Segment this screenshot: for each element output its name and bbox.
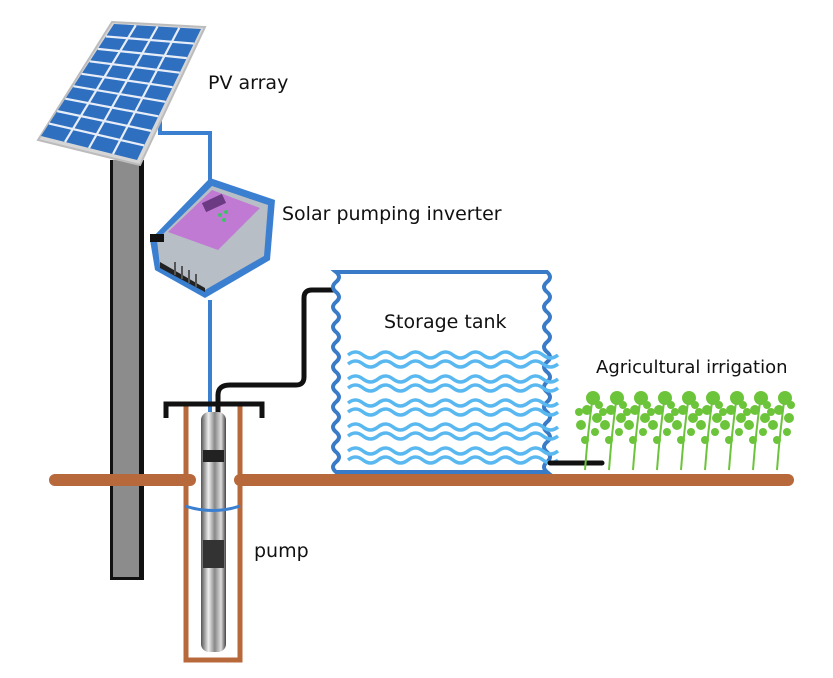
storage-tank	[330, 270, 560, 474]
delivery-pipe	[215, 287, 362, 420]
pump-label: pump	[254, 540, 309, 562]
panel-cell-divider	[64, 24, 137, 143]
crop-plant	[719, 391, 747, 471]
panel-cell-divider	[112, 27, 181, 155]
crop-plant	[671, 391, 699, 471]
crop-plant	[695, 391, 723, 471]
water-wave	[346, 350, 560, 360]
storage-tank-label: Storage tank	[384, 311, 507, 333]
submersible-pump	[184, 412, 241, 652]
solar-pumping-inverter	[150, 178, 275, 298]
water-wave	[346, 383, 560, 393]
water-wave	[346, 446, 560, 456]
water-wave	[346, 374, 560, 384]
well-casing	[183, 405, 243, 663]
crop-plant	[599, 391, 627, 471]
panel-cell-divider	[88, 25, 159, 149]
water-wave	[346, 398, 560, 408]
water-wave	[346, 407, 560, 417]
crop-plant	[623, 391, 651, 471]
water-wave	[346, 359, 560, 369]
water-wave	[346, 422, 560, 432]
inverter-label: Solar pumping inverter	[282, 203, 502, 225]
pv-pole	[110, 160, 144, 580]
pv-array-label: PV array	[208, 72, 289, 94]
crop-plant	[743, 391, 771, 471]
solar-panel	[36, 20, 207, 167]
water-wave	[346, 455, 560, 465]
water-wave	[346, 431, 560, 441]
crop-plant	[767, 391, 795, 471]
crops	[575, 391, 795, 471]
crop-plant	[647, 391, 675, 471]
well-cap	[163, 401, 265, 418]
crop-plant	[575, 391, 603, 471]
irrigation-label: Agricultural irrigation	[596, 357, 788, 378]
